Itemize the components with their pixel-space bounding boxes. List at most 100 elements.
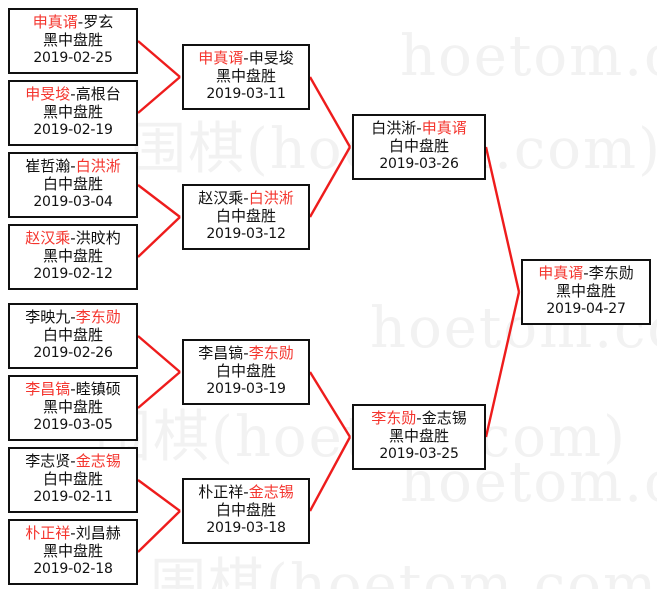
name-separator: - [70, 85, 76, 103]
winner-name: 李东勋 [248, 344, 294, 362]
connector-line [137, 479, 181, 512]
name-separator: - [70, 308, 76, 326]
connector-line [308, 436, 352, 512]
match-result: 黑中盘胜 [42, 542, 103, 561]
loser-name: 罗玄 [83, 13, 114, 31]
match-players: 崔哲瀚-白洪淅 [14, 157, 132, 175]
loser-name: 高根台 [75, 85, 121, 103]
match-date: 2019-02-19 [33, 121, 113, 138]
connector-line [308, 146, 352, 218]
connector-line [308, 76, 352, 148]
connector-line [137, 76, 181, 114]
watermark-text: 围棋(hoetom.com) [150, 553, 657, 589]
match-date: 2019-03-26 [379, 155, 459, 172]
loser-name: 朴正祥 [198, 483, 244, 501]
loser-name: 赵汉乘 [198, 189, 244, 207]
winner-name: 李东勋 [371, 409, 417, 427]
match-players: 申真谞-罗玄 [14, 13, 132, 31]
name-separator: - [70, 380, 76, 398]
match-players: 李昌镐-李东勋 [188, 344, 304, 362]
winner-name: 申真谞 [538, 264, 584, 282]
match-date: 2019-03-12 [206, 225, 286, 242]
match-result: 白中盘胜 [42, 470, 103, 489]
match-result: 黑中盘胜 [42, 398, 103, 417]
loser-name: 刘昌赫 [75, 524, 121, 542]
loser-name: 李东勋 [588, 264, 634, 282]
loser-name: 睦镇硕 [75, 380, 121, 398]
name-separator: - [243, 483, 249, 501]
match-date: 2019-03-11 [206, 85, 286, 102]
winner-name: 申真谞 [198, 49, 244, 67]
loser-name: 洪旼杓 [75, 229, 121, 247]
name-separator: - [416, 119, 422, 137]
name-separator: - [70, 157, 76, 175]
match-result: 黑中盘胜 [42, 31, 103, 50]
match-players: 李映九-李东勋 [14, 308, 132, 326]
match-players: 朴正祥-金志锡 [188, 483, 304, 501]
match-players: 朴正祥-刘昌赫 [14, 524, 132, 542]
loser-name: 李昌镐 [198, 344, 244, 362]
match-date: 2019-03-04 [33, 193, 113, 210]
winner-name: 白洪淅 [75, 157, 121, 175]
loser-name: 崔哲瀚 [25, 157, 71, 175]
match-result: 白中盘胜 [388, 137, 449, 156]
watermark-text: hoetom.com) [400, 24, 657, 89]
connector-line [137, 510, 181, 553]
loser-name: 白洪淅 [371, 119, 417, 137]
winner-name: 金志锡 [75, 452, 121, 470]
match-players: 李东勋-金志锡 [358, 409, 480, 427]
match-result: 白中盘胜 [215, 501, 276, 520]
match-result: 黑中盘胜 [555, 282, 616, 301]
winner-name: 李昌镐 [25, 380, 71, 398]
match-players: 白洪淅-申真谞 [358, 119, 480, 137]
name-separator: - [77, 13, 84, 31]
match-date: 2019-03-05 [33, 416, 113, 433]
match-result: 黑中盘胜 [215, 67, 276, 86]
loser-name: 金志锡 [421, 409, 467, 427]
match-players: 申真谞-申旻埈 [188, 49, 304, 67]
connector-line [137, 40, 181, 78]
connector-line [484, 146, 521, 293]
name-separator: - [243, 344, 249, 362]
winner-name: 朴正祥 [25, 524, 71, 542]
winner-name: 金志锡 [248, 483, 294, 501]
match-players: 赵汉乘-洪旼杓 [14, 229, 132, 247]
name-separator: - [70, 524, 76, 542]
match-players: 李志贤-金志锡 [14, 452, 132, 470]
name-separator: - [243, 49, 249, 67]
match-result: 白中盘胜 [42, 326, 103, 345]
connector-line [137, 216, 181, 258]
connector-line [137, 184, 181, 218]
match-date: 2019-03-19 [206, 380, 286, 397]
winner-name: 申真谞 [421, 119, 467, 137]
loser-name: 申旻埈 [248, 49, 294, 67]
match-date: 2019-02-26 [33, 344, 113, 361]
match-players: 李昌镐-睦镇硕 [14, 380, 132, 398]
connector-line [308, 371, 352, 438]
match-players: 赵汉乘-白洪淅 [188, 189, 304, 207]
name-separator: - [243, 189, 249, 207]
match-result: 白中盘胜 [215, 362, 276, 381]
winner-name: 申真谞 [32, 13, 78, 31]
match-date: 2019-02-11 [33, 488, 113, 505]
winner-name: 赵汉乘 [25, 229, 71, 247]
match-result: 黑中盘胜 [42, 103, 103, 122]
loser-name: 李志贤 [25, 452, 71, 470]
name-separator: - [70, 229, 76, 247]
